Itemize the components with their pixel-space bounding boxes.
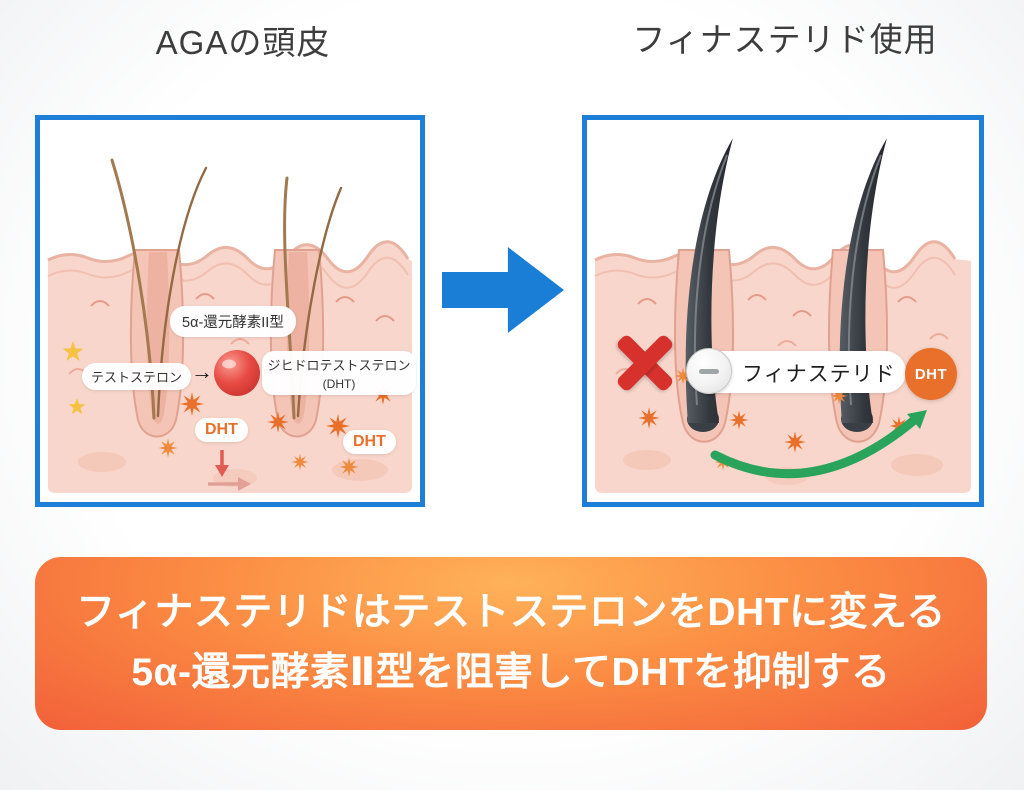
red-cross-icon bbox=[611, 329, 679, 397]
green-curved-arrow-icon bbox=[710, 410, 927, 479]
starburst-icon bbox=[158, 438, 178, 458]
tablet-score-line bbox=[699, 369, 719, 374]
starburst-icon bbox=[784, 431, 806, 453]
starburst-icon bbox=[180, 392, 204, 416]
finasteride-tablet-icon bbox=[686, 348, 732, 394]
title-aga-scalp: AGAの頭皮 bbox=[155, 24, 331, 61]
testosterone-label: テストステロン bbox=[82, 363, 192, 390]
starburst-icon bbox=[638, 407, 660, 429]
banner-line-1: フィナステリドはテストステロンをDHTに変える bbox=[76, 591, 946, 635]
dht-badge: DHT bbox=[343, 430, 396, 454]
dht-name-line2: (DHT) bbox=[322, 377, 356, 391]
dht-badge: DHT bbox=[195, 418, 248, 442]
title-finasteride-use: フィナステリド使用 bbox=[632, 21, 938, 58]
finasteride-panel bbox=[582, 115, 984, 507]
starburst-icon bbox=[291, 453, 309, 471]
healthy-scalp-illustration bbox=[594, 138, 971, 493]
starburst-icon bbox=[267, 411, 289, 433]
starburst-icon bbox=[339, 457, 359, 477]
reaction-arrow-icon: → bbox=[191, 359, 213, 384]
banner-line-2: 5α-還元酵素Ⅱ型を阻害してDHTを抑制する bbox=[131, 651, 891, 694]
starburst-icon bbox=[729, 410, 749, 430]
enzyme-label: 5α-還元酵素II型 bbox=[170, 306, 296, 337]
blue-right-arrow-icon bbox=[442, 247, 564, 333]
pink-flow-arrow-icon bbox=[208, 477, 251, 491]
red-down-arrow-icon bbox=[215, 450, 229, 477]
dht-name-line1: ジヒドロテストステロン bbox=[267, 358, 411, 373]
dht-full-name-label: ジヒドロテストステロン (DHT) bbox=[262, 351, 416, 395]
dht-circle-badge: DHT bbox=[905, 348, 957, 400]
dht-molecule-sphere bbox=[214, 350, 260, 396]
finasteride-label: フィナステリド bbox=[742, 363, 896, 386]
summary-banner: フィナステリドはテストステロンをDHTに変える 5α-還元酵素Ⅱ型を阻害してDH… bbox=[35, 557, 987, 730]
